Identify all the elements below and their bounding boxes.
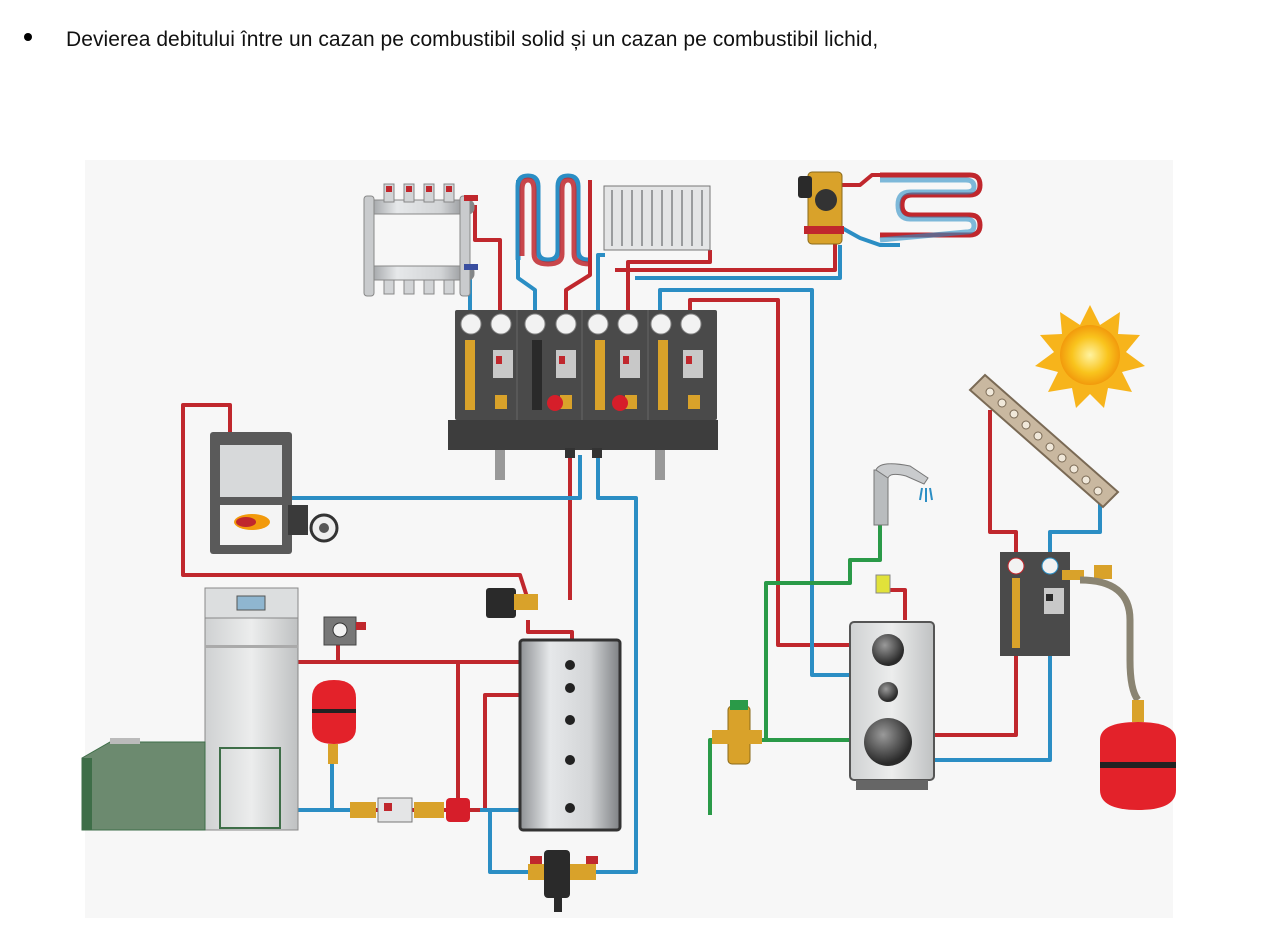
hot-pipe-solar: [988, 410, 1018, 552]
wood-stove-icon: [210, 432, 339, 554]
bullet-item: Devierea debitului între un cazan pe com…: [24, 24, 878, 56]
hot-pipe-bypass2: [483, 693, 520, 810]
dhw-boiler-icon: [849, 621, 935, 790]
solar-collector-icon: [968, 373, 1120, 509]
expansion-tank-icon: [1100, 700, 1176, 810]
bullet-text: Devierea debitului între un cazan pe com…: [66, 28, 879, 51]
buffer-tank-icon: [518, 638, 622, 832]
hot-pipe-buffer-top: [526, 620, 574, 640]
floor-heating-coil-icon: [515, 173, 591, 267]
sun-icon: [1035, 305, 1145, 408]
hot-pipe-manifold: [473, 205, 502, 312]
cold-pipe-dhw: [810, 635, 850, 677]
hot-pipe-floor-coil: [564, 180, 592, 312]
flex-hose: [1079, 576, 1141, 703]
mixing-valve-icon: [798, 171, 844, 245]
cold-pipe-wall-coil: [658, 288, 814, 635]
hot-pipe-solar-dhw: [935, 656, 1018, 737]
bullet-icon: [24, 33, 32, 41]
underfloor-manifold-icon: [363, 183, 478, 297]
pellet-boiler-icon: [81, 587, 299, 831]
pressure-reducer-icon: [712, 700, 762, 765]
hot-pipe-faucet: [885, 588, 907, 620]
cold-pipe-stove: [290, 455, 582, 500]
circulation-pump-icon: [350, 797, 470, 823]
cold-pipe-radiator: [596, 253, 605, 312]
cold-pipe-valve: [635, 245, 842, 280]
cold-pipe-wall-coil-return: [841, 226, 900, 247]
hot-pipe-valve: [615, 235, 837, 272]
radiator-icon: [603, 185, 711, 251]
hot-pipe-stove: [181, 403, 530, 601]
safety-group-icon: [323, 616, 366, 646]
pump-station-icon: [448, 310, 718, 480]
dirt-separator-icon: [528, 850, 598, 912]
cold-pipe-return-main: [595, 455, 638, 874]
expansion-tank-icon: [312, 680, 356, 764]
cold-pipe-solar: [1048, 500, 1102, 552]
cold-pipe-solar-dhw: [935, 656, 1052, 762]
cold-pipe-separator: [488, 810, 530, 874]
solar-station-icon: [1000, 552, 1112, 656]
pipes: [181, 173, 1102, 874]
wall-heating-coil-icon: [879, 172, 983, 243]
hot-pipe-dhw: [688, 298, 850, 647]
hot-pipe-radiator: [626, 250, 712, 312]
diverter-valve-icon: [486, 588, 538, 618]
faucet-icon: [873, 463, 933, 594]
